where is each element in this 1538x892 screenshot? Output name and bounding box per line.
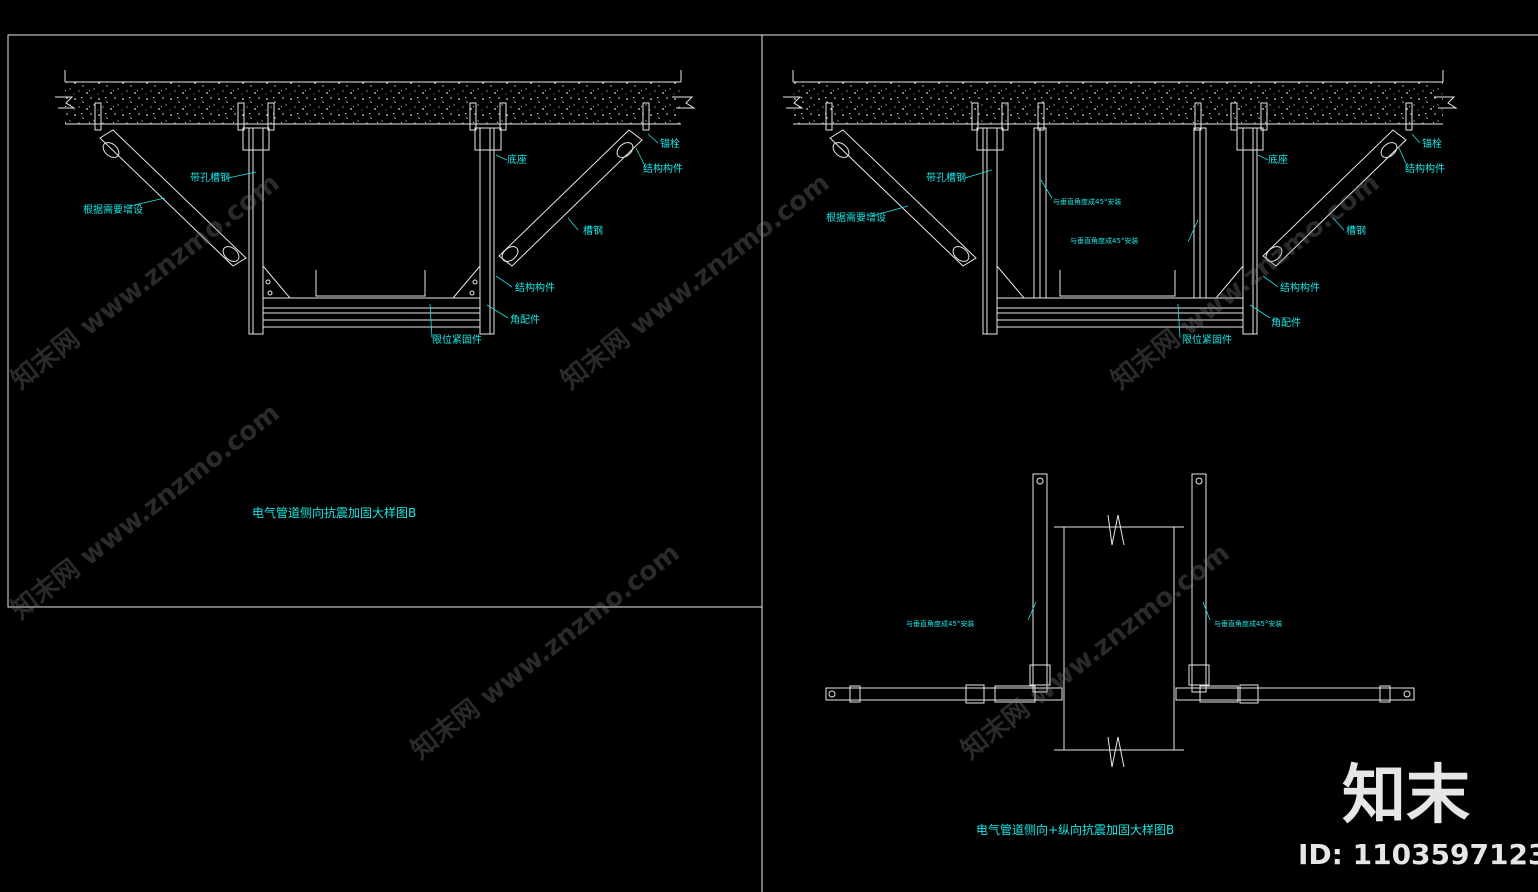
logo-id: ID: 1103597123: [1298, 838, 1538, 871]
label-anchor-bolt: 锚栓: [660, 137, 680, 150]
label-angle-fitting: 角配件: [510, 314, 540, 326]
logo-brand: 知末: [1342, 759, 1470, 833]
label-channel-steel: 槽钢: [583, 224, 603, 237]
diagonal-brace-right-b: [1262, 129, 1407, 267]
break-line-bottom: [1107, 736, 1125, 768]
cable-tray: [315, 270, 426, 297]
horizontal-channel-right: [996, 297, 1244, 309]
angle-fitting-left: [262, 264, 292, 299]
watermark-5: 知末网 www.znzmo.com: [406, 538, 686, 766]
label-add-as-needed: 根据需要增设: [83, 203, 143, 216]
anchor-bolts: [94, 102, 650, 131]
diagonal-brace-right: [498, 129, 643, 267]
plan-horizontal-left: [825, 687, 1063, 701]
label-limit-fastener: 限位紧固件: [432, 333, 482, 346]
label-slotted-channel: 带孔槽钢: [190, 171, 230, 184]
anchor-bolts-right: [825, 102, 1413, 131]
watermarks: 知末网 www.znzmo.com 知末网 www.znzmo.com 知末网 …: [6, 168, 1386, 766]
label-structural-member-lower-right: 结构构件: [1280, 281, 1320, 294]
concrete-slab-right: [793, 82, 1443, 124]
break-line-left: [55, 96, 76, 109]
break-line-top: [1107, 514, 1125, 546]
label-add-as-needed-right: 根据需要增设: [826, 211, 886, 224]
angle-fitting-right: [451, 264, 481, 299]
drawing-frames: [7, 34, 1538, 892]
break-line-right: [672, 96, 696, 109]
left-detail: 锚栓 结构构件 底座 带孔槽钢 根据需要增设 槽钢 结构构件 角配件 限位紧固件…: [55, 70, 696, 520]
diagonal-brace-left: [99, 129, 247, 267]
plan-brace-right: [1191, 473, 1207, 693]
base-left: [242, 127, 270, 151]
label-base-right: 底座: [1268, 153, 1288, 166]
channel-hanger-right-a: [982, 127, 998, 335]
site-logo: 知末 ID: 1103597123: [1298, 759, 1538, 871]
cable-tray-right: [1059, 270, 1176, 297]
left-detail-title: 电气管道侧向抗震加固大样图B: [252, 505, 416, 520]
label-channel-steel-right: 槽钢: [1346, 224, 1366, 237]
base-right: [474, 127, 502, 151]
label-structural-member-upper-right: 结构构件: [1405, 162, 1445, 175]
label-angle-fitting-right: 角配件: [1271, 317, 1301, 329]
horizontal-channel: [262, 297, 481, 309]
channel-hanger-right-b: [1242, 127, 1258, 335]
concrete-slab: [65, 82, 681, 124]
watermark-6: 知末网 www.znzmo.com: [956, 538, 1236, 766]
label-anchor-bolt-right: 锚栓: [1422, 137, 1442, 150]
label-slotted-channel-right: 带孔槽钢: [926, 171, 966, 184]
label-limit-fastener-right: 限位紧固件: [1182, 333, 1232, 346]
channel-hanger-left: [248, 127, 264, 335]
label-base: 底座: [507, 153, 527, 166]
watermark-3: 知末网 www.znzmo.com: [1106, 168, 1386, 396]
diagonal-brace-right-a: [829, 129, 977, 267]
channel-hanger-right: [479, 127, 495, 335]
label-structural-member-upper: 结构构件: [643, 162, 683, 175]
plan-brace-left: [1032, 473, 1048, 693]
right-detail: 锚栓 结构构件 底座 带孔槽钢 根据需要增设 槽钢 结构构件 角配件 限位紧固件…: [783, 70, 1458, 346]
watermark-4: 知末网 www.znzmo.com: [6, 398, 286, 626]
label-install-45-a: 与垂直角度成45°安装: [1053, 197, 1121, 206]
right-detail-title: 电气管道侧向+纵向抗震加固大样图B: [976, 822, 1174, 837]
left-leaders: [129, 133, 659, 339]
plan-horizontal-right: [1175, 687, 1415, 701]
plan-label-install-45-right: 与垂直角度成45°安装: [1214, 619, 1282, 628]
label-install-45-b: 与垂直角度成45°安装: [1070, 236, 1138, 245]
plan-label-install-45-left: 与垂直角度成45°安装: [906, 619, 974, 628]
right-leaders: [871, 133, 1421, 339]
watermark-2: 知末网 www.znzmo.com: [556, 168, 836, 396]
plan-detail: 与垂直角度成45°安装 与垂直角度成45°安装 电气管道侧向+纵向抗震加固大样图…: [825, 473, 1415, 837]
label-structural-member-lower: 结构构件: [515, 281, 555, 294]
